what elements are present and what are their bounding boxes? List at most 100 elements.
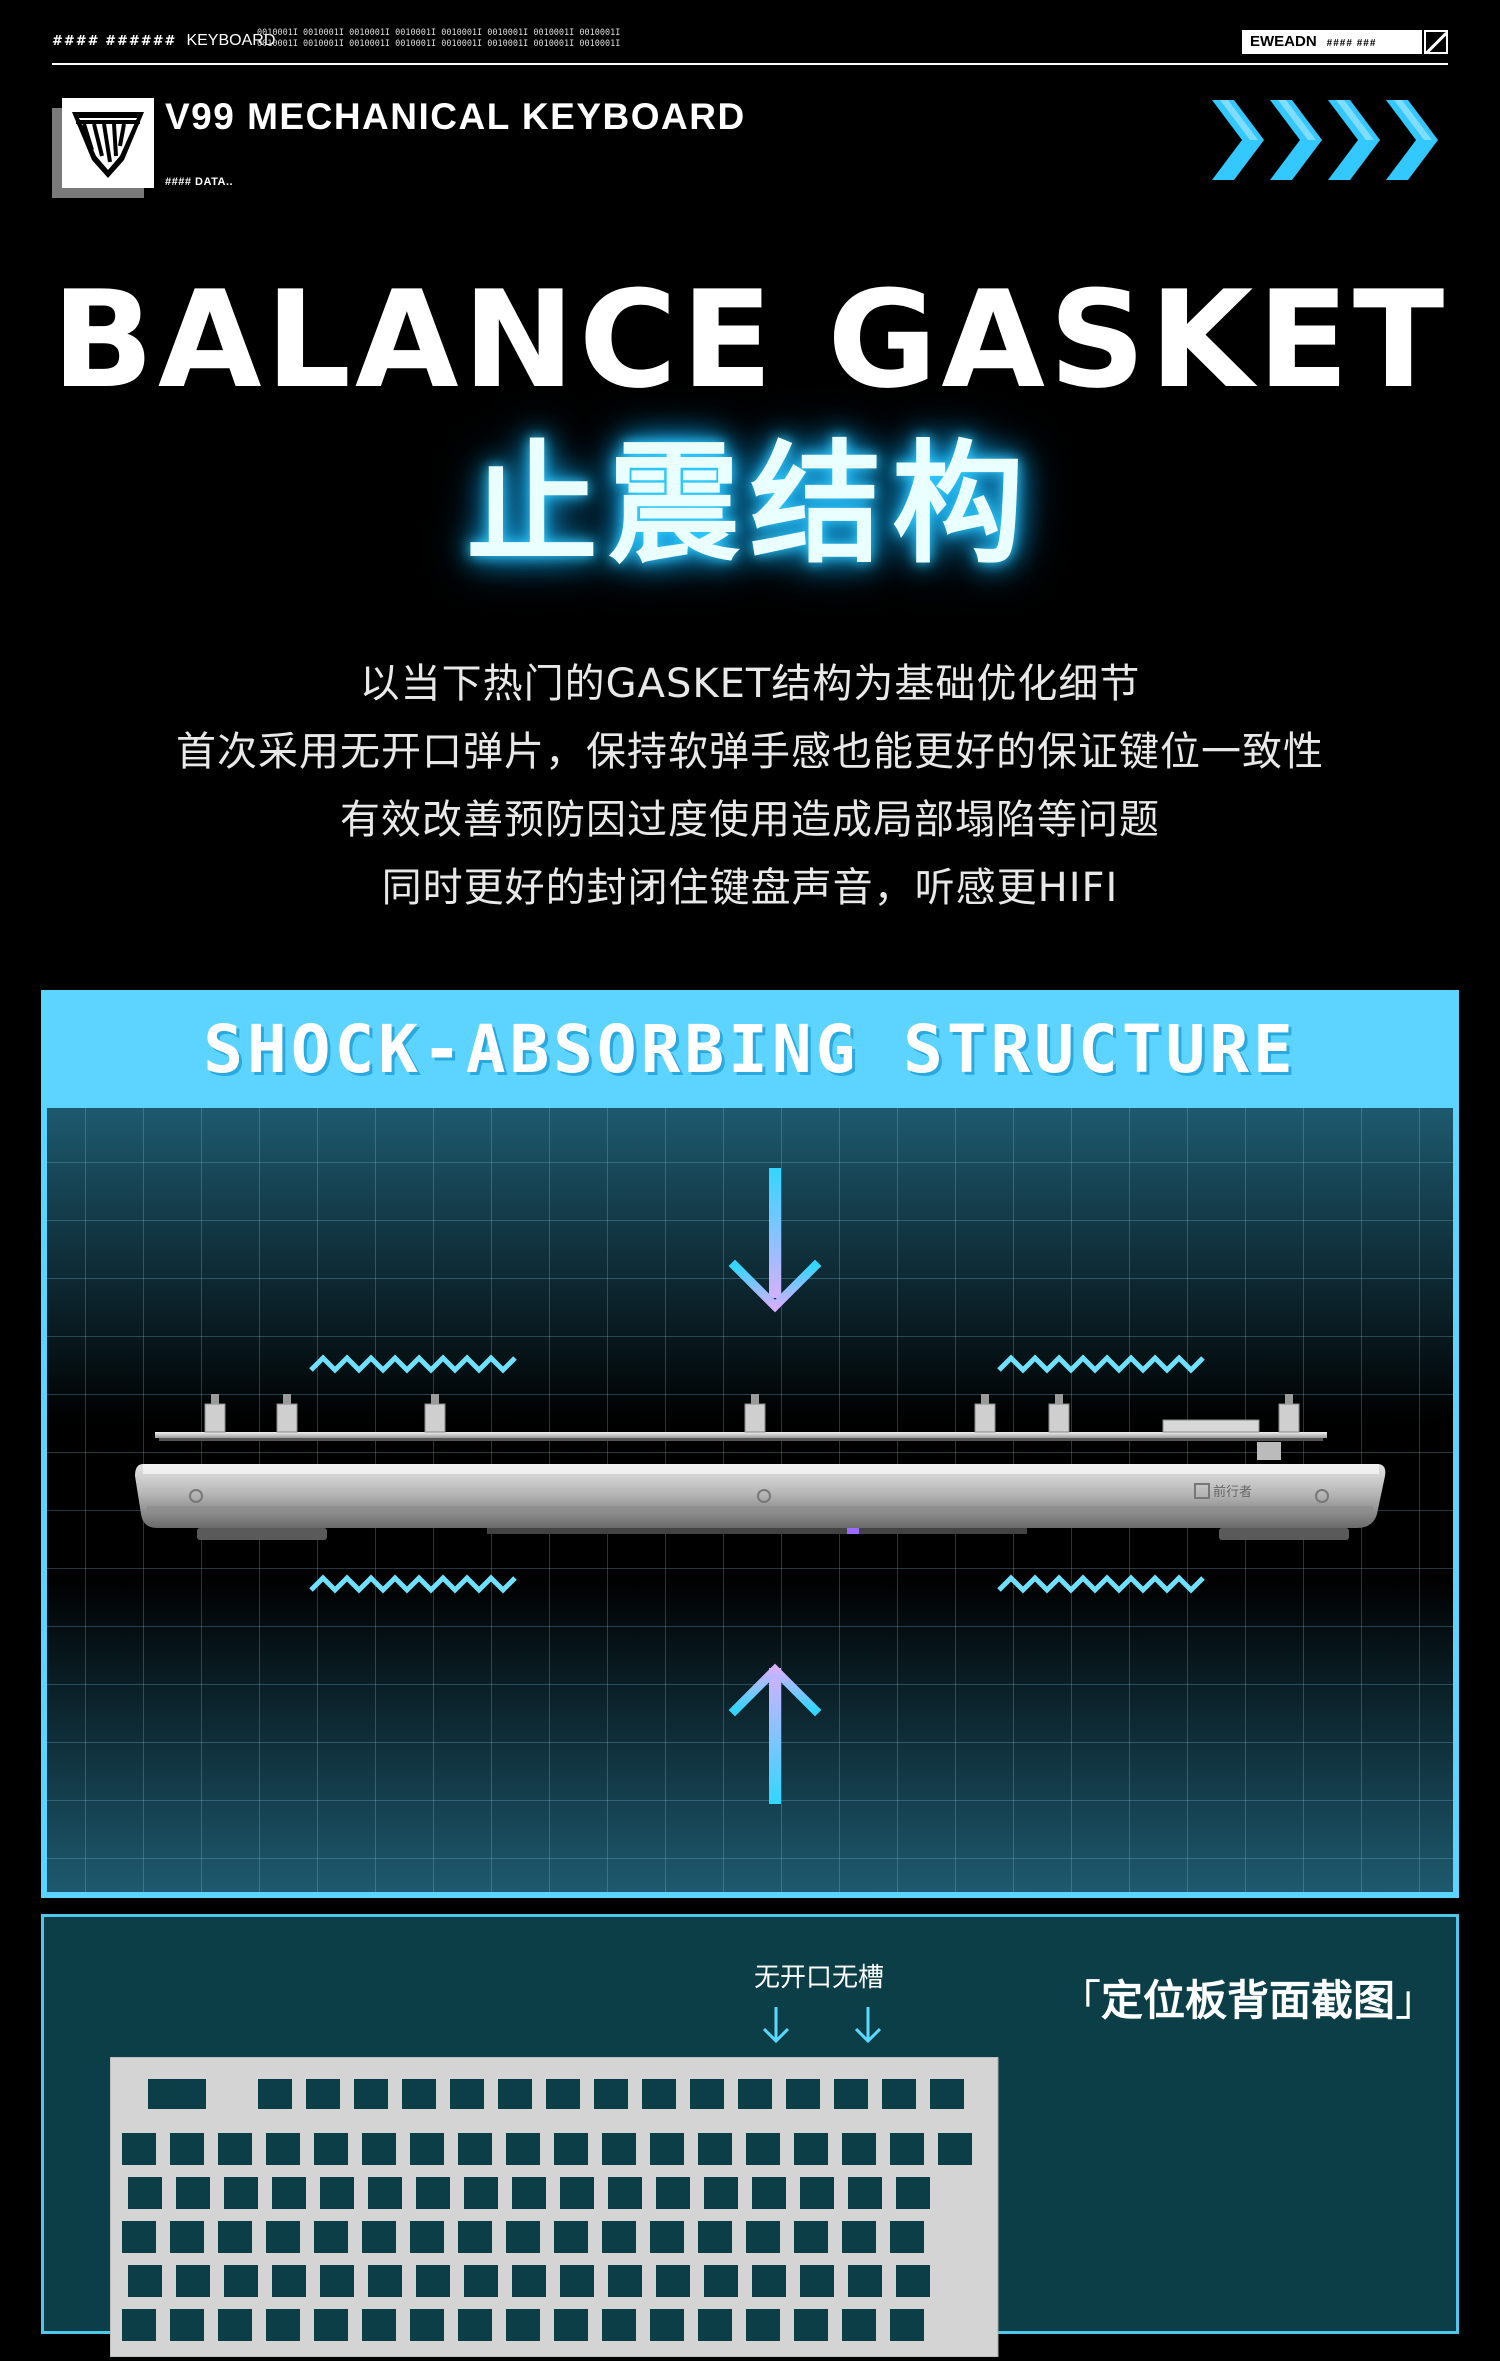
brand-name: EWEADN bbox=[1250, 33, 1317, 50]
keyboard-tag: KEYBOARD bbox=[186, 32, 276, 49]
description-line-3: 有效改善预防因过度使用造成局部塌陷等问题 bbox=[340, 797, 1160, 843]
plate-keyhole bbox=[410, 2221, 444, 2253]
plate-keyhole bbox=[512, 2265, 546, 2297]
plate-keyhole bbox=[128, 2177, 162, 2209]
plate-keyhole bbox=[314, 2221, 348, 2253]
plate-keyhole bbox=[362, 2133, 396, 2165]
plate-keyhole bbox=[512, 2177, 546, 2209]
keyboard-plate bbox=[155, 1394, 1327, 1460]
data-label: #### DATA.. bbox=[165, 176, 234, 188]
plate-keyhole bbox=[314, 2309, 348, 2341]
plate-keyhole bbox=[170, 2221, 204, 2253]
plate-keyhole bbox=[272, 2265, 306, 2297]
brand-hash: #### ### bbox=[1326, 38, 1377, 49]
plate-keyhole bbox=[458, 2133, 492, 2165]
binary-line-1: 0010001I 0010001I 0010001I 0010001I 0010… bbox=[257, 28, 621, 38]
plate-keyhole bbox=[410, 2309, 444, 2341]
plate-keyhole bbox=[176, 2177, 210, 2209]
plate-keyhole bbox=[170, 2133, 204, 2165]
plate-keyhole bbox=[746, 2133, 780, 2165]
plate-keyhole bbox=[148, 2079, 206, 2109]
caption-text: 定位板背面截图 bbox=[1101, 1976, 1396, 2025]
keyboard-case: 前行者 bbox=[135, 1464, 1386, 1540]
plate-keyhole bbox=[608, 2177, 642, 2209]
plate-keyhole bbox=[122, 2309, 156, 2341]
plate-keyhole bbox=[320, 2265, 354, 2297]
plate-keyhole bbox=[464, 2177, 498, 2209]
plate-keyhole bbox=[314, 2133, 348, 2165]
top-left-label: #### ###### KEYBOARD bbox=[52, 32, 275, 50]
plate-keyhole bbox=[786, 2079, 820, 2109]
case-badge-text: 前行者 bbox=[1213, 1484, 1252, 1500]
plate-keyhole bbox=[368, 2265, 402, 2297]
binary-line-2: 0010001I 0010001I 0010001I 0010001I 0010… bbox=[257, 39, 621, 49]
plate-keyhole bbox=[752, 2177, 786, 2209]
plate-keyhole bbox=[800, 2265, 834, 2297]
plate-keyhole bbox=[656, 2265, 690, 2297]
description-line-1: 以当下热门的GASKET结构为基础优化细节 bbox=[359, 661, 1141, 707]
plate-keyhole bbox=[794, 2309, 828, 2341]
plate-keyhole bbox=[416, 2265, 450, 2297]
hero-title-en: BALANCE GASKET bbox=[51, 262, 1449, 418]
plate-keyhole bbox=[752, 2265, 786, 2297]
plate-keyhole bbox=[800, 2177, 834, 2209]
plate-keyhole bbox=[594, 2079, 628, 2109]
brand-tag: EWEADN #### ### bbox=[1242, 30, 1422, 54]
description-line-2: 首次采用无开口弹片，保持软弹手感也能更好的保证键位一致性 bbox=[176, 729, 1324, 775]
plate-keyhole bbox=[738, 2079, 772, 2109]
plate-keyhole bbox=[698, 2309, 732, 2341]
plate-keyhole bbox=[128, 2265, 162, 2297]
plate-keyhole bbox=[546, 2079, 580, 2109]
hero-title-cn: 止震结构 bbox=[466, 428, 1034, 582]
plate-keyhole bbox=[266, 2221, 300, 2253]
binary-code: 0010001I 0010001I 0010001I 0010001I 0010… bbox=[257, 28, 677, 50]
diagram-stage: 前行者 bbox=[47, 1108, 1453, 1892]
no-slot-label: 无开口无槽 bbox=[754, 1963, 885, 1993]
plate-keyhole bbox=[218, 2221, 252, 2253]
plate-keyhole bbox=[402, 2079, 436, 2109]
plate-keyhole bbox=[848, 2265, 882, 2297]
plate-keyhole bbox=[362, 2309, 396, 2341]
plate-keyhole bbox=[560, 2177, 594, 2209]
plate-keyhole bbox=[650, 2133, 684, 2165]
caption-bracket-open: 「 bbox=[1059, 1976, 1102, 2025]
logo-badge bbox=[62, 98, 154, 188]
plate-keyhole bbox=[362, 2221, 396, 2253]
panel-banner: SHOCK-ABSORBING STRUCTURE bbox=[41, 990, 1459, 1108]
plate-keyhole bbox=[224, 2177, 258, 2209]
plate-keyhole bbox=[890, 2309, 924, 2341]
plate-keyhole bbox=[704, 2177, 738, 2209]
slash-box-icon bbox=[1424, 30, 1448, 54]
plate-keyhole bbox=[690, 2079, 724, 2109]
plate-keyhole bbox=[930, 2079, 964, 2109]
plate-keyhole bbox=[224, 2265, 258, 2297]
plate-keyhole bbox=[698, 2133, 732, 2165]
plate-keyhole bbox=[842, 2309, 876, 2341]
pointer-arrows-icon bbox=[762, 2007, 882, 2044]
plate-keyhole bbox=[266, 2133, 300, 2165]
plate-keyhole bbox=[450, 2079, 484, 2109]
plate-keyhole bbox=[890, 2221, 924, 2253]
plate-keyhole bbox=[834, 2079, 868, 2109]
plate-keyhole bbox=[848, 2177, 882, 2209]
plate-keyhole bbox=[642, 2079, 676, 2109]
plate-keyhole bbox=[458, 2309, 492, 2341]
plate-keyhole bbox=[746, 2309, 780, 2341]
plate-keyhole bbox=[122, 2221, 156, 2253]
plate-keyhole bbox=[218, 2309, 252, 2341]
plate-keyhole bbox=[458, 2221, 492, 2253]
plate-keyhole bbox=[410, 2133, 444, 2165]
plate-panel: 无开口无槽 「定位板背面截图」 bbox=[41, 1914, 1459, 2358]
plate-keyhole bbox=[656, 2177, 690, 2209]
plate-keyhole bbox=[506, 2221, 540, 2253]
plate-keyhole bbox=[842, 2133, 876, 2165]
vibration-wave-icon bbox=[309, 1354, 1205, 1374]
plate-keyhole bbox=[842, 2221, 876, 2253]
plate-keyhole bbox=[554, 2309, 588, 2341]
plate-keyhole bbox=[354, 2079, 388, 2109]
plate-keyhole bbox=[602, 2309, 636, 2341]
vibration-wave-bottom-icon bbox=[309, 1574, 1205, 1594]
plate-keyhole bbox=[506, 2133, 540, 2165]
plate-keyhole bbox=[416, 2177, 450, 2209]
plate-keyhole bbox=[170, 2309, 204, 2341]
